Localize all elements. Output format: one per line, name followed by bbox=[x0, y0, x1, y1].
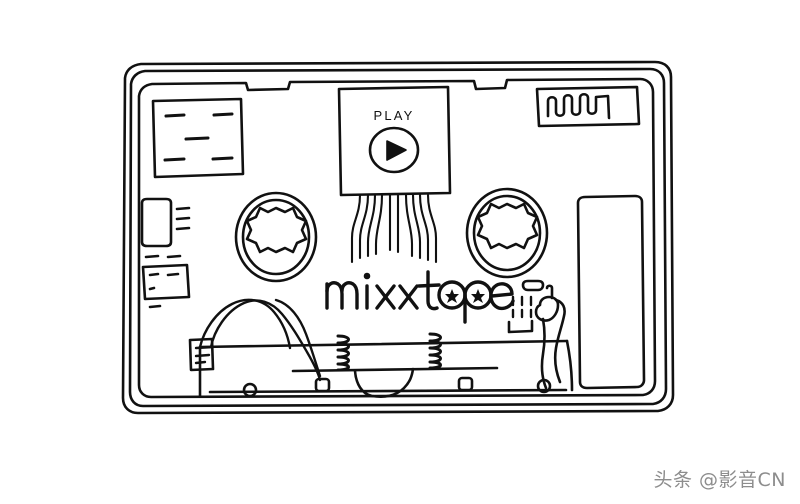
pin-dashes bbox=[175, 206, 191, 231]
component-block-marks bbox=[144, 254, 182, 309]
tape-deck-top bbox=[198, 339, 569, 349]
small-chip bbox=[140, 197, 173, 248]
coil-spring-left bbox=[336, 334, 350, 372]
ic-chip bbox=[151, 97, 245, 179]
tape-head bbox=[353, 367, 415, 399]
tape-bracket-lines bbox=[194, 345, 215, 365]
capacitor-bar bbox=[521, 279, 545, 292]
capacitor-lead bbox=[545, 284, 554, 300]
usb-connector-contacts bbox=[546, 92, 611, 120]
left-reel-outer-ring bbox=[234, 191, 318, 283]
play-module-panel bbox=[337, 85, 452, 197]
play-label: PLAY bbox=[373, 108, 414, 123]
play-button-ring[interactable] bbox=[368, 126, 420, 174]
screw-hole bbox=[536, 378, 552, 394]
usb-connector-port bbox=[535, 85, 641, 128]
tape-deck-lower-line bbox=[291, 366, 499, 373]
tape-deck-bottom bbox=[208, 388, 568, 394]
left-reel-mid-ring bbox=[241, 198, 311, 276]
capacitor-component bbox=[534, 295, 560, 322]
play-triangle-icon[interactable] bbox=[386, 140, 407, 161]
capacitor-body-right bbox=[553, 298, 566, 384]
component-block bbox=[141, 263, 191, 301]
tape-deck-right-edge bbox=[565, 339, 574, 392]
watermark: 头条 @影音CN bbox=[653, 469, 786, 491]
battery-pack bbox=[576, 194, 646, 390]
brand-logo bbox=[325, 270, 515, 324]
outer-shell-frame bbox=[121, 60, 675, 415]
inner-shell-frame bbox=[137, 77, 657, 399]
screw-hole bbox=[242, 382, 258, 398]
magnetic-tape-ribbon-2 bbox=[209, 299, 322, 382]
outer-shell-frame-inner-line bbox=[128, 67, 668, 408]
solder-pad bbox=[457, 376, 474, 392]
magnetic-tape-ribbon-3 bbox=[274, 298, 322, 378]
coil-spring-right bbox=[428, 332, 442, 370]
ic-chip-marks bbox=[163, 112, 234, 162]
tape-bracket bbox=[188, 337, 215, 372]
right-reel-mid-ring bbox=[472, 194, 542, 272]
right-reel-outer-ring bbox=[465, 187, 549, 279]
solder-pad bbox=[314, 377, 331, 393]
ribbon-wire-bundle bbox=[350, 193, 438, 264]
right-reel-hub bbox=[476, 202, 539, 250]
left-reel-hub bbox=[245, 206, 308, 254]
bracket-component bbox=[507, 319, 534, 334]
